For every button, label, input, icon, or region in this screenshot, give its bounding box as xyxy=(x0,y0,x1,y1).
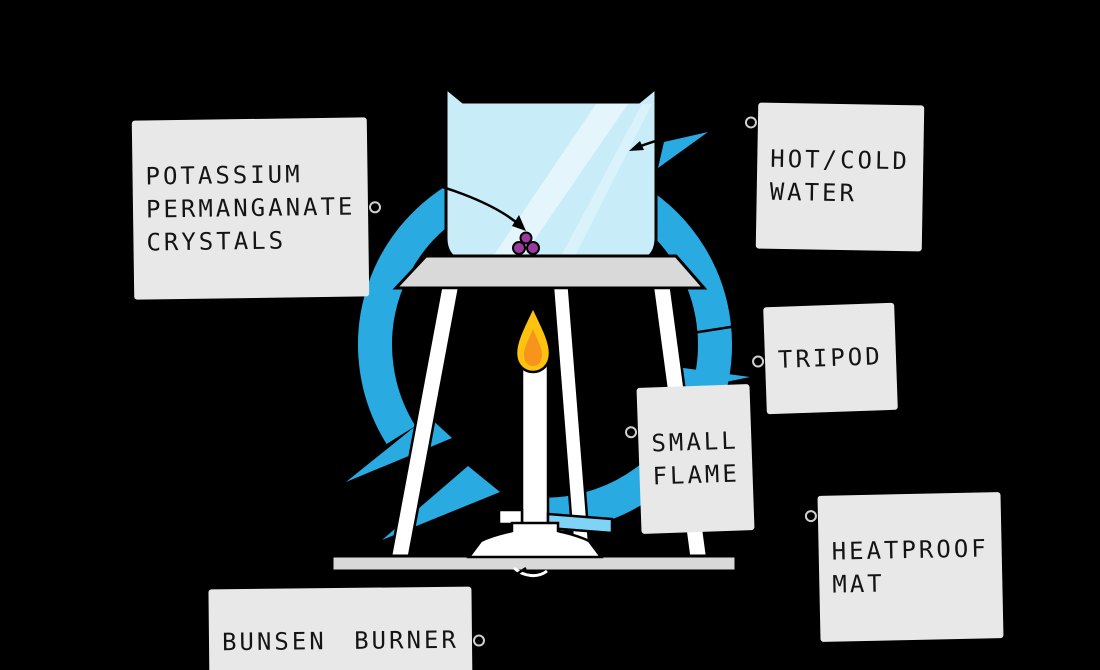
label-bunsen-burner-text: BUNSEN BURNER xyxy=(221,625,459,657)
flame-inner xyxy=(524,329,542,366)
label-heatproof-mat-text: HEATPROOF MAT xyxy=(831,534,989,599)
beaker-highlight xyxy=(492,104,628,258)
permanganate-crystal xyxy=(512,241,526,255)
label-small-flame-text: SMALL FLAME xyxy=(650,426,741,491)
label-tripod: TRIPOD xyxy=(751,302,898,415)
leader-lines xyxy=(385,121,757,607)
tag-hole xyxy=(472,633,485,647)
label-small-flame: SMALL FLAME xyxy=(624,384,755,534)
burner-collar xyxy=(497,508,524,526)
permanganate-crystal xyxy=(519,231,533,245)
arrow-water-head xyxy=(629,141,644,151)
label-potassium-permanganate-crystals: POTASSIUM PERMANGANATE CRYSTALS xyxy=(131,117,382,300)
arrow-potassium-head xyxy=(512,215,526,231)
arrow-water xyxy=(632,121,752,151)
burner-tube xyxy=(520,362,550,532)
label-hot-cold-water: HOT/COLD WATER xyxy=(744,102,924,252)
permanganate-crystal xyxy=(526,241,540,255)
mat-mark xyxy=(512,566,548,577)
leader-bunsen xyxy=(469,566,527,607)
swoosh-shard xyxy=(658,132,708,168)
beaker xyxy=(444,86,658,264)
beaker-highlight xyxy=(560,104,652,258)
label-heatproof-mat: HEATPROOF MAT xyxy=(804,492,1004,642)
tag-hole xyxy=(751,354,765,368)
tripod-plate xyxy=(392,254,708,290)
label-potassium-text: POTASSIUM PERMANGANATE CRYSTALS xyxy=(145,160,356,257)
leader-tripod xyxy=(685,321,757,336)
arrow-potassium xyxy=(385,172,523,228)
label-tripod-text: TRIPOD xyxy=(777,342,884,374)
burner-base xyxy=(466,521,604,559)
bunsen-burner xyxy=(466,304,614,577)
label-bunsen-burner: BUNSEN BURNER xyxy=(208,586,485,670)
tag-hole xyxy=(369,200,382,213)
label-water-text: HOT/COLD WATER xyxy=(769,144,911,208)
